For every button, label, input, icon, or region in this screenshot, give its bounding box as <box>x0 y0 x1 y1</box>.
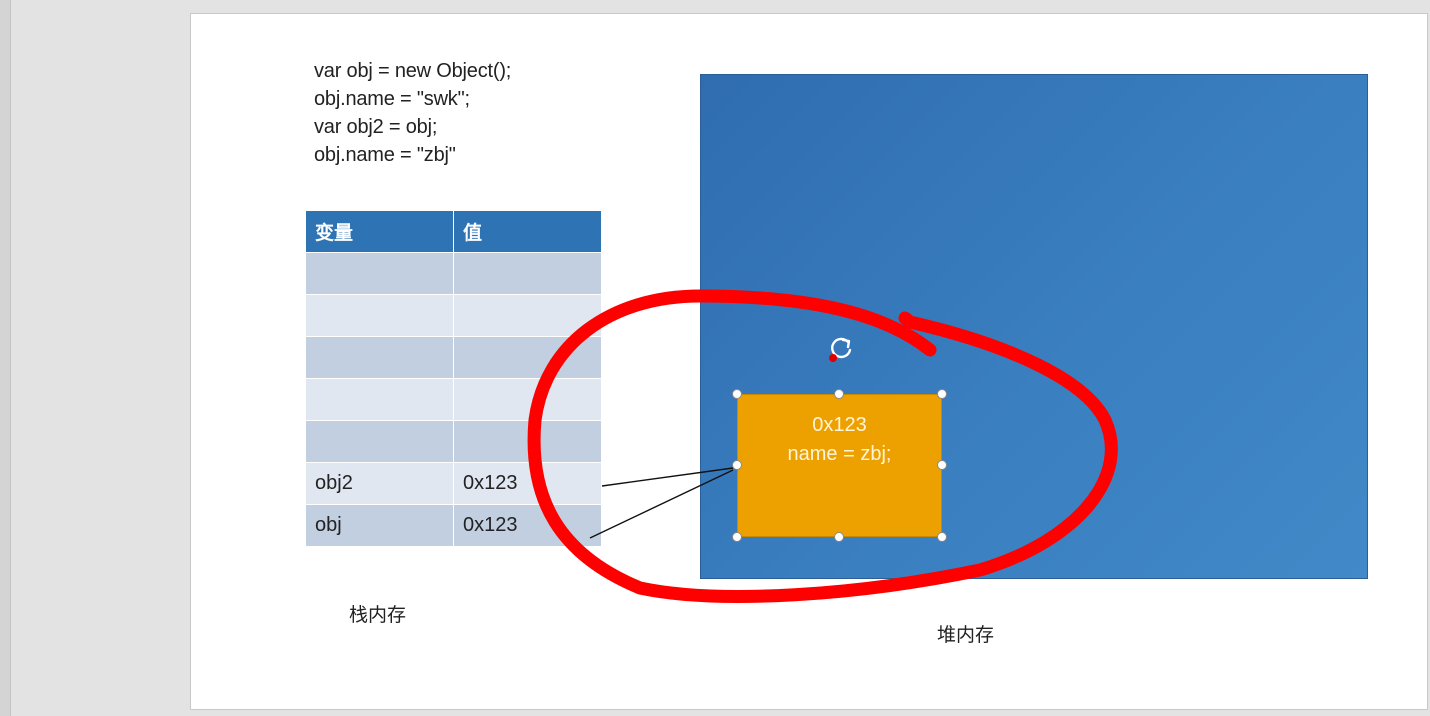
table-row <box>305 294 602 337</box>
table-cell <box>305 420 454 463</box>
resize-handle-bottom-right[interactable] <box>937 532 947 542</box>
rotate-handle-icon[interactable] <box>826 333 856 363</box>
table-row <box>305 336 602 379</box>
heap-memory-label: 堆内存 <box>937 624 995 646</box>
code-line-3: var obj2 = obj; <box>314 116 438 138</box>
resize-handle-bottom-left[interactable] <box>732 532 742 542</box>
table-header-row: 变量 值 <box>305 210 602 253</box>
stack-table[interactable]: 变量 值 obj2 0x123 obj 0x123 <box>305 210 602 547</box>
table-cell <box>453 378 602 421</box>
code-line-1: var obj = new Object(); <box>314 60 512 82</box>
value-obj2: 0x123 <box>453 462 602 505</box>
table-cell <box>453 420 602 463</box>
table-row <box>305 378 602 421</box>
object-address: 0x123 <box>812 414 867 436</box>
table-row <box>305 420 602 463</box>
table-cell <box>305 336 454 379</box>
table-cell <box>453 252 602 295</box>
code-snippet[interactable]: var obj = new Object(); obj.name = "swk"… <box>314 57 511 169</box>
red-ink-circle <box>527 289 1118 603</box>
resize-handle-left[interactable] <box>732 460 742 470</box>
reference-line-obj <box>589 469 734 539</box>
code-line-4: obj.name = "zbj" <box>314 144 456 166</box>
object-content: name = zbj; <box>738 440 941 469</box>
header-variable: 变量 <box>305 210 454 253</box>
object-property: name = zbj; <box>787 443 892 465</box>
slide-thumbnail-pane <box>0 0 11 716</box>
table-cell <box>305 378 454 421</box>
table-cell <box>453 336 602 379</box>
table-cell <box>305 252 454 295</box>
table-row <box>305 252 602 295</box>
resize-handle-top-right[interactable] <box>937 389 947 399</box>
code-line-2: obj.name = "swk"; <box>314 88 470 110</box>
resize-handle-right[interactable] <box>937 460 947 470</box>
heap-object-box[interactable]: 0x123 name = zbj; <box>737 394 942 537</box>
table-row-obj: obj 0x123 <box>305 504 602 547</box>
table-cell <box>305 294 454 337</box>
resize-handle-top-left[interactable] <box>732 389 742 399</box>
resize-handle-bottom[interactable] <box>834 532 844 542</box>
header-value: 值 <box>453 210 602 253</box>
variable-obj: obj <box>305 504 454 547</box>
stack-memory-label: 栈内存 <box>349 604 407 626</box>
table-row-obj2: obj2 0x123 <box>305 462 602 505</box>
reference-line-obj2 <box>601 467 734 487</box>
resize-handle-top[interactable] <box>834 389 844 399</box>
